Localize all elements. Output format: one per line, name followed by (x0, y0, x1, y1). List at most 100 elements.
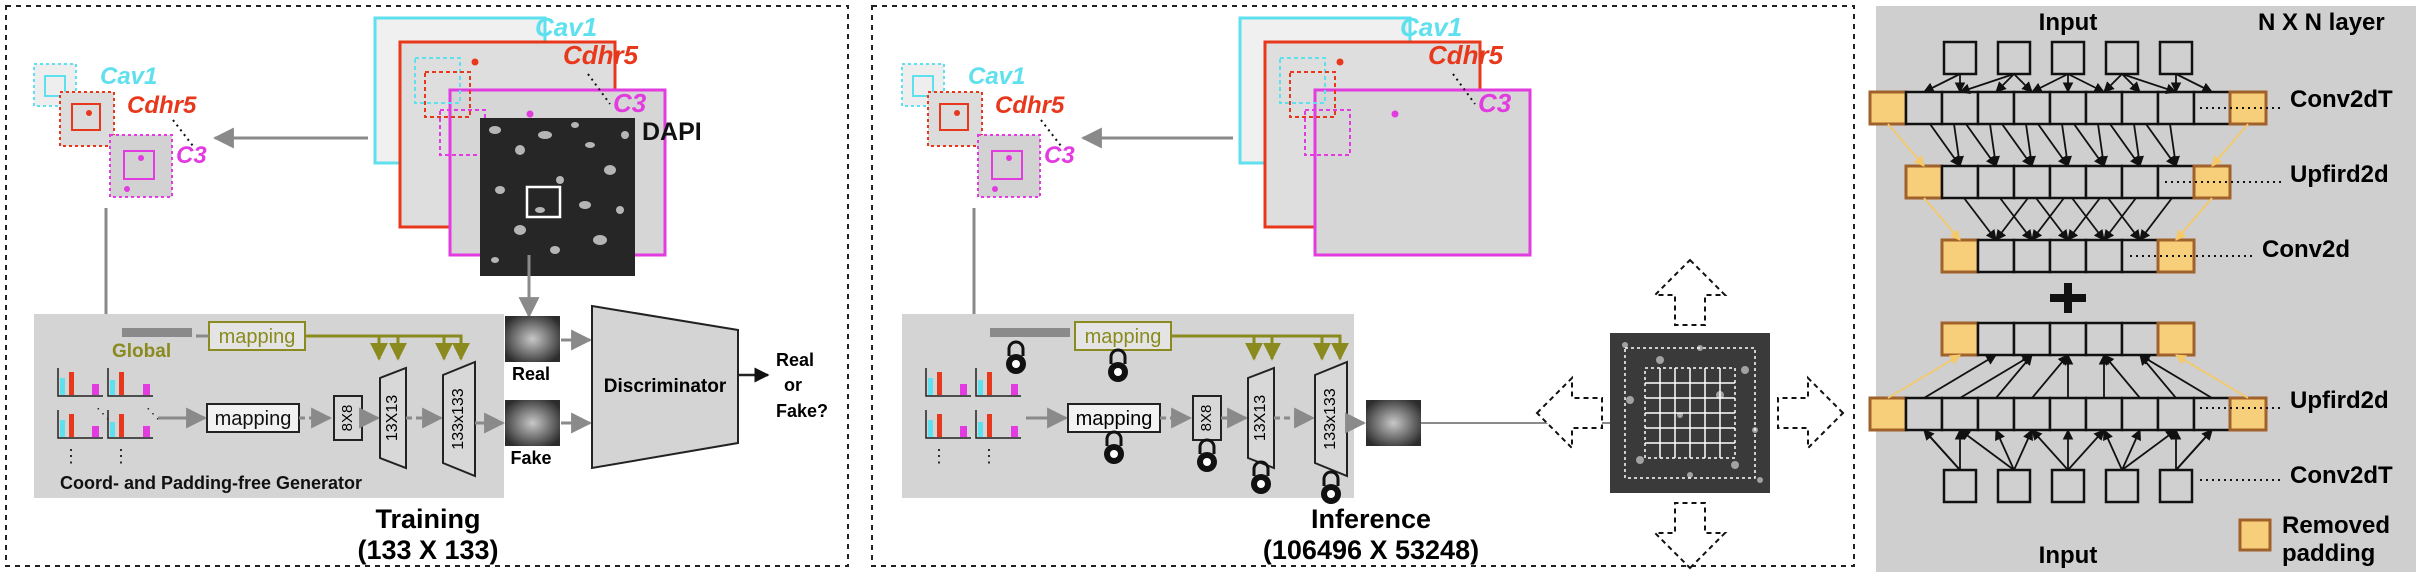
upfird2d-row-cell (2120, 164, 2160, 200)
mid-row-padding-cell (1940, 321, 1980, 357)
c3-label-small: C3 (176, 142, 207, 169)
input-cell (1996, 40, 2032, 76)
upfird2d-b-row-cell (1976, 396, 2016, 432)
upfird2d-b-row-cell (1904, 396, 1944, 432)
input-cell (2050, 40, 2086, 76)
conv2dt-row-padding-cell (1868, 90, 1908, 126)
conv2d-row-cell (2084, 238, 2124, 274)
input-cell (2158, 40, 2194, 76)
c3-label-big: C3 (613, 88, 647, 118)
res-13-block-inf (1247, 366, 1275, 470)
upfird2d-b-row-cell (1940, 396, 1980, 432)
inference-size: (106496 X 53248) (1263, 535, 1479, 565)
output-or: or (784, 375, 802, 395)
connection-arrow (1963, 197, 1997, 241)
input-cell (2158, 468, 2194, 504)
connection-arrow (2175, 429, 2213, 471)
connection-arrow (2035, 197, 2069, 241)
upfird2d-b-row-padding-cell (2228, 396, 2268, 432)
upfird2d-row-cell (2012, 164, 2052, 200)
training-title: Training (375, 504, 480, 534)
mid-row-cell (1976, 321, 2016, 357)
inference-panel: Cav1 Cdhr5 C3 Cav1 Cdhr5 C3 mapping (871, 5, 1855, 570)
conv2dt-row-cell (1976, 90, 2016, 126)
mapping-top-label: mapping (219, 326, 296, 348)
connection-arrow (2121, 429, 2177, 471)
output-fake: Fake? (776, 401, 828, 421)
lock-icon (1197, 438, 1217, 472)
mapping-label-inf: mapping (1076, 408, 1153, 430)
input-cell (2104, 40, 2140, 76)
connection-arrow (2103, 73, 2123, 93)
svg-text:⋱: ⋱ (146, 405, 160, 421)
connection-arrow (2073, 123, 2105, 167)
svg-text:⋮: ⋮ (980, 446, 998, 466)
res-133-block-inf (1314, 360, 1348, 478)
connection-arrow (1999, 197, 2033, 241)
mid-row-cell (2120, 321, 2160, 357)
lock-icon (1006, 340, 1026, 374)
connection-arrow (1965, 123, 1997, 167)
plus-icon (2050, 294, 2086, 302)
conv2d-row-cell (1976, 238, 2016, 274)
mid-row-cell (2012, 321, 2052, 357)
mid-row-padding-cell (2156, 321, 2196, 357)
conv2d-row-padding-cell (1940, 238, 1980, 274)
upfird2d-top-label: Upfird2d (2290, 161, 2389, 188)
fake-crop (505, 400, 560, 446)
connection-arrow (1958, 73, 2015, 95)
connection-arrow (2121, 429, 2141, 471)
lock-icon (1104, 430, 1124, 464)
real-crop (505, 316, 560, 362)
cav1-label-big-inf: Cav1 (1400, 12, 1462, 42)
real-label: Real (512, 364, 550, 384)
crop-tile (33, 63, 173, 198)
connection-arrow (2071, 197, 2105, 241)
big-tile-inf (1238, 16, 1532, 257)
conv2dt-row-cell (2156, 90, 2196, 126)
lock-icon (1321, 470, 1341, 504)
connection-arrow (1959, 429, 2015, 471)
cav1-label-big: Cav1 (535, 12, 597, 42)
res-13-label: 13X13 (384, 395, 401, 441)
res-8-block (333, 395, 363, 441)
conv2d-row-cell (2120, 238, 2160, 274)
connection-arrow (2067, 73, 2105, 93)
connection-arrow (2067, 197, 2101, 241)
cav1-label-small: Cav1 (100, 63, 157, 90)
mapping-top-box-inf (1074, 321, 1172, 351)
connection-arrow (1995, 73, 2015, 93)
connection-arrow (2139, 354, 2213, 399)
connection-arrow (1923, 429, 1961, 471)
mapping-box (206, 403, 300, 433)
discriminator-label: Discriminator (604, 376, 727, 397)
conv2dt-row-cell (1940, 90, 1980, 126)
connection-arrow (2013, 73, 2033, 93)
connection-arrow (2121, 73, 2141, 93)
res-13-label-inf: 13X13 (1252, 395, 1269, 441)
upfird2d-row-padding-cell (2192, 164, 2232, 200)
conv2d-row-padding-cell (2156, 238, 2196, 274)
connection-arrow (2175, 197, 2213, 241)
generator-label: Coord- and Padding-free Generator (60, 473, 362, 493)
global-label: Global (112, 341, 171, 362)
removed-padding-swatch (2238, 518, 2272, 552)
lock-icon (1251, 460, 1271, 494)
cdhr5-label-big-inf: Cdhr5 (1428, 40, 1504, 70)
channel-glyphs: ⋮⋮ ⋱⋱ (57, 368, 160, 466)
res-8-label-inf: 8X8 (1198, 405, 1215, 432)
svg-text:⋮: ⋮ (62, 446, 80, 466)
conv2dt-row-cell (2048, 90, 2088, 126)
connection-arrow (2031, 354, 2069, 399)
connection-arrow (2139, 197, 2173, 241)
layer-panel-title: N X N layer (2258, 9, 2385, 36)
input-cell (1996, 468, 2032, 504)
conv2dt-row-cell (2084, 90, 2124, 126)
training-size: (133 X 133) (357, 535, 498, 565)
training-panel: Cav1 Cdhr5 C3 DAPI (5, 5, 849, 567)
upfird2d-row-padding-cell (1904, 164, 1944, 200)
mapping-box-inf (1067, 403, 1161, 433)
mapping-label: mapping (215, 408, 292, 430)
svg-text:⋱: ⋱ (96, 405, 110, 421)
layer-grid (1868, 40, 2284, 504)
